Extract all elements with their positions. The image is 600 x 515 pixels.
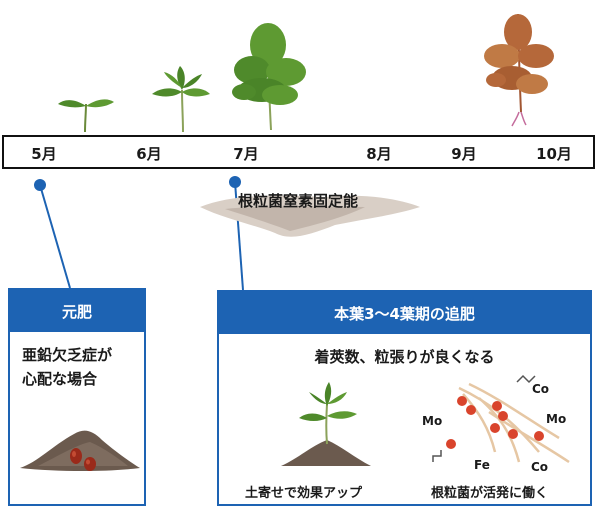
seedling-icon xyxy=(58,99,114,133)
may-marker-dot xyxy=(34,179,46,191)
element-fe: Fe xyxy=(474,458,490,472)
month-jul: 7月 xyxy=(233,145,259,163)
element-co-1: Co xyxy=(532,382,550,396)
timeline-bar: 5月 6月 7月 8月 9月 10月 xyxy=(2,135,595,169)
topdressing-body: 着莢数、粒張りが良くなる 土寄せで効果アップ xyxy=(219,334,590,504)
topdressing-subtitle: 着莢数、粒張りが良くなる xyxy=(314,348,495,366)
basal-fertilizer-body: 亜鉛欠乏症が 心配な場合 xyxy=(10,332,144,504)
plant-growth-illustrations xyxy=(58,13,554,133)
basal-line-1: 亜鉛欠乏症が xyxy=(22,346,113,364)
hilled-plant-icon xyxy=(281,382,371,466)
nodule-caption: 根粒菌が活発に働く xyxy=(431,486,549,501)
hilling-caption: 土寄せで効果アップ xyxy=(245,486,363,501)
basal-fertilizer-box: 元肥 亜鉛欠乏症が 心配な場合 xyxy=(8,288,146,506)
root-nodules-illustration xyxy=(432,374,570,464)
bushy-plant-icon xyxy=(232,23,306,131)
jul-marker-dot xyxy=(229,176,241,188)
element-mo-2: Mo xyxy=(546,412,567,426)
month-sep: 9月 xyxy=(451,145,477,163)
month-oct: 10月 xyxy=(536,145,572,163)
month-aug: 8月 xyxy=(366,145,392,163)
element-co-2: Co xyxy=(531,460,549,474)
nitrogen-fixation-label: 根粒菌窒素固定能 xyxy=(238,192,359,210)
topdressing-box: 本葉3〜4葉期の追肥 着莢数、粒張りが良くなる 土寄せで効果アップ xyxy=(217,290,592,506)
month-jun: 6月 xyxy=(136,145,162,163)
basal-fertilizer-title: 元肥 xyxy=(61,302,92,321)
soil-smear-illustration xyxy=(200,195,420,237)
dried-plant-icon xyxy=(484,13,554,127)
squiggle-icon xyxy=(516,374,536,384)
basal-line-2: 心配な場合 xyxy=(22,370,98,388)
month-may: 5月 xyxy=(31,145,57,163)
soil-mound-with-beans-icon xyxy=(20,430,140,471)
young-plant-icon xyxy=(152,66,210,133)
element-mo-1: Mo xyxy=(422,414,443,428)
topdressing-title: 本葉3〜4葉期の追肥 xyxy=(334,304,475,323)
squiggle-icon xyxy=(432,450,442,462)
